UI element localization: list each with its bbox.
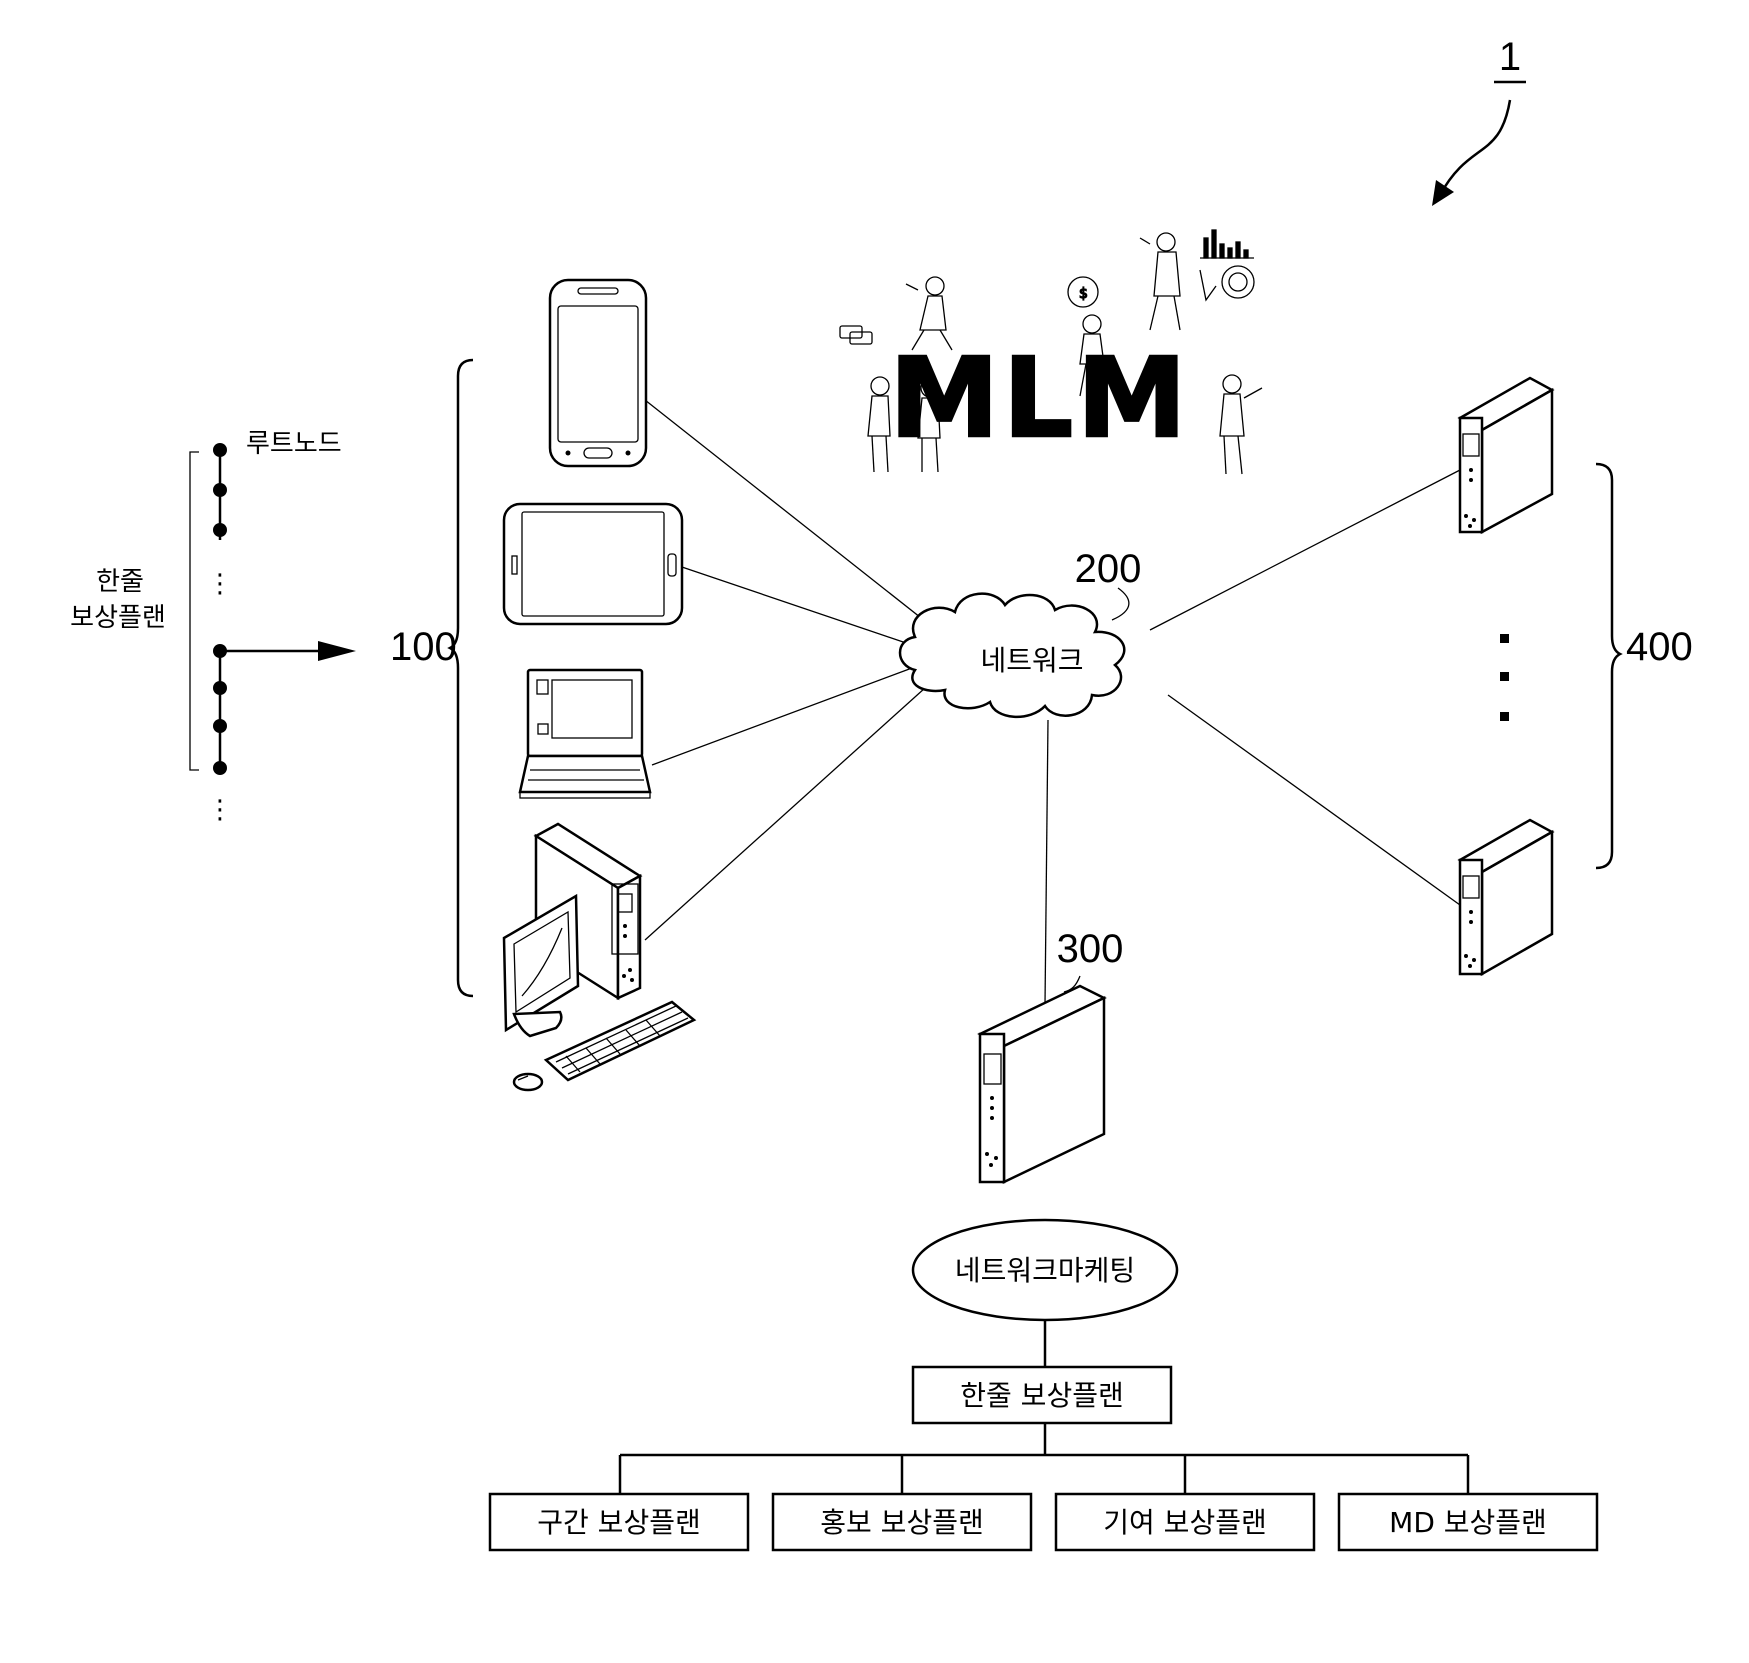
person-figure-icon xyxy=(1219,374,1263,475)
promotion-plan-node xyxy=(771,1492,1033,1552)
chain-node xyxy=(213,681,227,695)
single-line-plan-node xyxy=(911,1365,1173,1425)
person-figure-icon xyxy=(917,378,941,473)
tablet-icon xyxy=(502,502,684,626)
server-ellipsis xyxy=(1500,634,1509,721)
chain-ellipsis: ⋮ xyxy=(207,795,233,825)
chain-node xyxy=(213,523,227,537)
main-server-icon: 300 xyxy=(977,927,1124,1184)
chain-node xyxy=(213,719,227,733)
figure-number: 1 xyxy=(1499,35,1521,79)
plan-label-line2: 보상플랜 xyxy=(70,603,166,633)
ref-number-400: 400 xyxy=(1626,625,1693,669)
arrow-head-icon xyxy=(1432,180,1454,206)
laptop-icon xyxy=(518,668,652,799)
plan-label-line1: 한줄 xyxy=(96,567,144,597)
devices-bracket: 100 xyxy=(390,358,474,998)
servers-bracket: 400 xyxy=(1595,462,1693,870)
chart-gear-icon xyxy=(1199,229,1255,302)
network-cloud: 네트워크 200 xyxy=(898,547,1142,719)
node-chain: ⋮ ⋮ 루트노드 한줄 보상플랜 xyxy=(70,429,356,825)
md-plan-node xyxy=(1337,1492,1599,1552)
person-figure-icon xyxy=(1139,232,1181,331)
external-server-icon xyxy=(1457,376,1555,535)
chain-node xyxy=(213,761,227,775)
md-plan-label: MD 보상플랜 xyxy=(1389,1506,1547,1539)
root-node-label: 루트노드 xyxy=(246,429,342,459)
network-marketing-label: 네트워크마케팅 xyxy=(955,1254,1135,1287)
chain-bracket xyxy=(189,451,199,771)
section-plan-label: 구간 보상플랜 xyxy=(537,1506,700,1539)
network-label: 네트워크 xyxy=(980,644,1083,677)
figure-arrow xyxy=(1438,99,1512,196)
figure-label: 1 xyxy=(1432,35,1526,206)
person-figure-icon xyxy=(867,376,891,473)
ref-number-200: 200 xyxy=(1075,547,1142,591)
ref-number-100: 100 xyxy=(390,625,457,669)
person-figure-icon xyxy=(905,276,953,351)
section-plan-node xyxy=(488,1492,750,1552)
contribution-plan-label: 기여 보상플랜 xyxy=(1103,1506,1266,1539)
compensation-hierarchy: 네트워크마케팅 한줄 보상플랜 구간 보상플랜 홍보 보상플랜 기여 보상플랜 … xyxy=(488,1218,1599,1552)
smartphone-icon xyxy=(548,278,648,468)
mlm-illustration: MLM $ xyxy=(839,229,1263,475)
network-links xyxy=(644,399,1461,1006)
single-line-plan-label: 한줄 보상플랜 xyxy=(960,1379,1123,1412)
chain-ellipsis: ⋮ xyxy=(207,569,233,599)
root-node xyxy=(213,443,227,457)
chain-node xyxy=(213,483,227,497)
promotion-plan-label: 홍보 보상플랜 xyxy=(820,1506,983,1539)
external-server-icon xyxy=(1457,818,1555,977)
person-figure-icon: $ xyxy=(1067,276,1107,397)
svg-text:$: $ xyxy=(1079,286,1088,302)
ref-number-300: 300 xyxy=(1057,927,1124,971)
desktop-pc-icon xyxy=(502,822,697,1092)
contribution-plan-node xyxy=(1054,1492,1316,1552)
arrow-right-icon xyxy=(318,641,356,661)
